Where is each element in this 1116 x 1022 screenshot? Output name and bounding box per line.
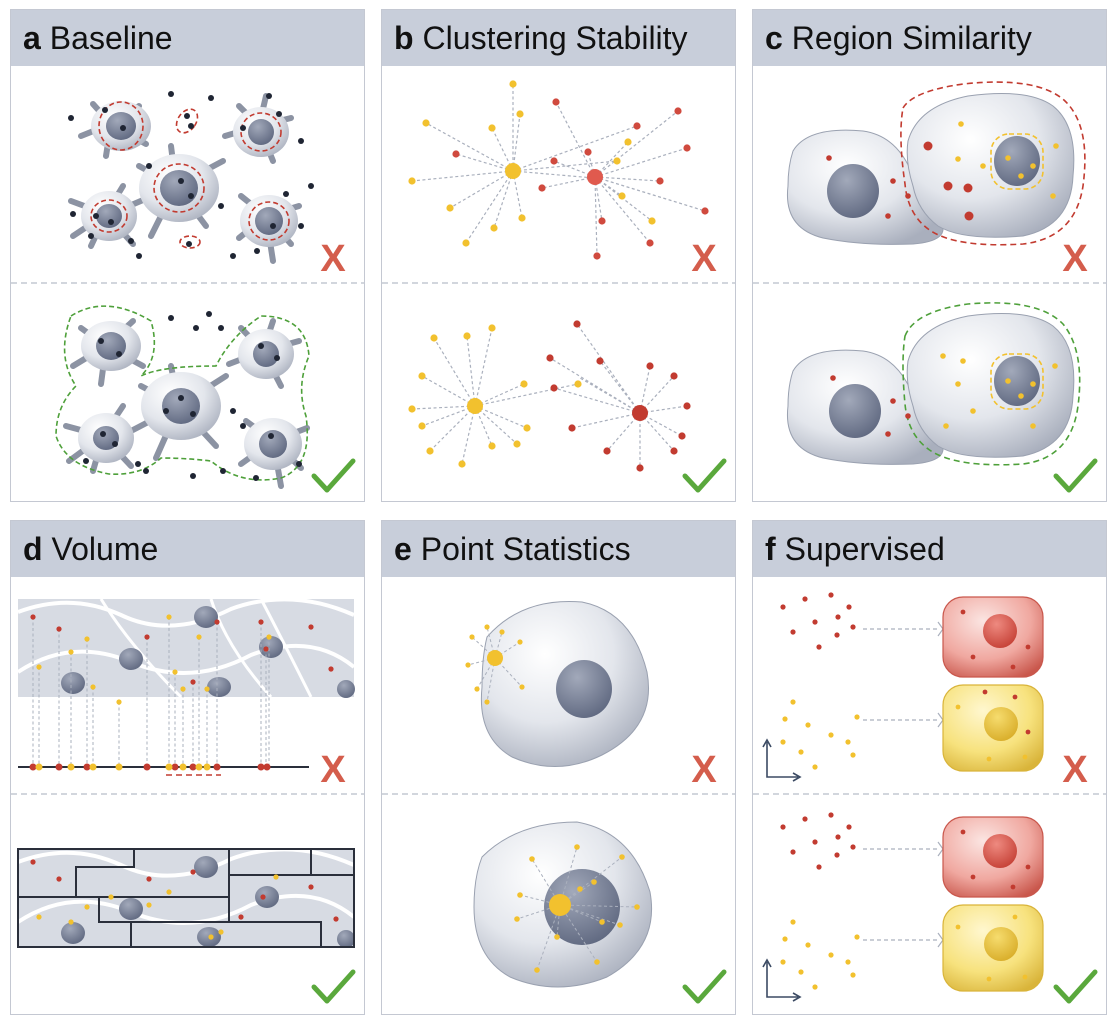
fail-mark: X: [320, 238, 346, 280]
panel-illustration: X: [11, 597, 364, 1004]
check-icon: [682, 969, 727, 1004]
fail-mark: X: [691, 238, 717, 280]
check-icon: [682, 458, 727, 493]
reference-point: [549, 894, 571, 916]
baseline-pass-cells: [55, 305, 310, 489]
panel-illustration: X: [753, 81, 1106, 493]
reference-point: [487, 650, 503, 666]
panel-illustration: X: [753, 592, 1106, 1004]
supervised-fail: [762, 592, 1044, 782]
cluster-center-yellow: [505, 163, 521, 179]
panel-illustration: X: [382, 600, 735, 1004]
supervised-pass: [762, 812, 1044, 1002]
check-icon: [311, 458, 356, 493]
region-cells-fail: [786, 81, 1086, 246]
fail-mark: X: [1062, 238, 1088, 280]
baseline-fail-cells: [68, 91, 314, 264]
tissue-strip-fail: [16, 597, 356, 776]
cluster-graph-fail: [411, 84, 706, 257]
fail-mark: X: [1062, 749, 1088, 791]
cell-fail: [465, 600, 649, 767]
cluster-center-red: [587, 169, 603, 185]
fail-mark: X: [320, 749, 346, 791]
cell-pass: [473, 821, 653, 988]
cluster-center-red: [632, 405, 648, 421]
cluster-graph-pass: [411, 323, 688, 468]
cluster-center-yellow: [467, 398, 483, 414]
check-icon: [311, 969, 356, 1004]
check-icon: [1053, 458, 1098, 493]
check-icon: [1053, 969, 1098, 1004]
panel-illustration: X: [382, 80, 735, 493]
tissue-strip-pass: [16, 847, 356, 948]
region-cells-pass: [786, 302, 1081, 466]
fail-mark: X: [691, 749, 717, 791]
panel-illustration: X: [11, 91, 364, 493]
